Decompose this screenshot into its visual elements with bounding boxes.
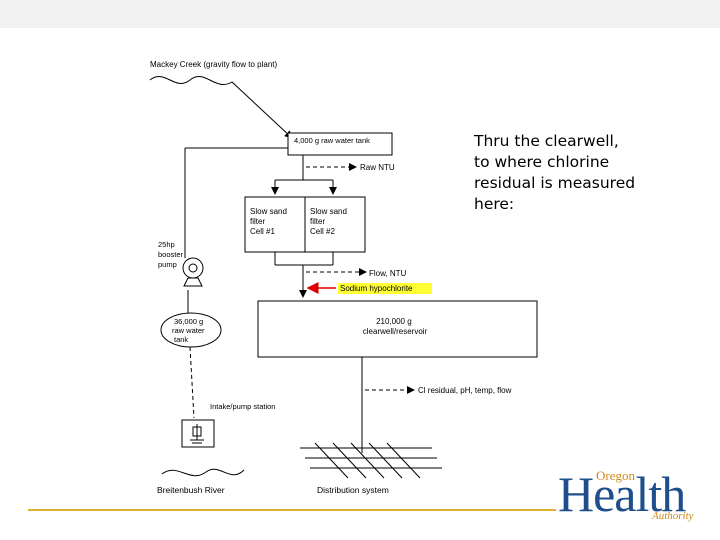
clearwell-label: 210,000 g clearwell/reservoir bbox=[363, 317, 428, 336]
clearwell-line1: 210,000 g bbox=[376, 317, 412, 326]
tank-to-intake bbox=[189, 346, 195, 419]
filter2-line3: Cell #2 bbox=[310, 227, 335, 236]
clearwell-box bbox=[257, 300, 538, 358]
raw-tank-small bbox=[287, 132, 393, 156]
sodium-label: Sodium hypochlorite bbox=[340, 284, 413, 293]
logo-authority-text: Authority bbox=[652, 510, 694, 522]
river-label: Breitenbush River bbox=[157, 485, 225, 495]
cl-residual-label: Cl residual, pH, temp, flow bbox=[418, 386, 512, 395]
pump-line3: pump bbox=[158, 260, 177, 269]
source-label: Mackey Creek (gravity flow to plant) bbox=[150, 60, 277, 69]
clearwell-line2: clearwell/reservoir bbox=[363, 327, 428, 336]
intake-pump-glyph bbox=[190, 424, 204, 444]
intake-label: Intake/pump station bbox=[210, 402, 275, 411]
pump-line1: 25hp bbox=[158, 240, 175, 249]
filter1-line2: filter bbox=[250, 217, 265, 226]
filter2-line1: Slow sand bbox=[310, 207, 347, 216]
booster-pump-icon bbox=[182, 257, 204, 279]
river-line bbox=[161, 468, 245, 477]
filter1-line3: Cell #1 bbox=[250, 227, 275, 236]
filter1-label: Slow sand filter Cell #1 bbox=[250, 207, 289, 236]
sodium-highlight bbox=[338, 283, 432, 294]
pump-base bbox=[183, 277, 203, 287]
raw-tank-large-line3: tank bbox=[174, 335, 188, 344]
raw-tank-large-line2: raw water bbox=[172, 326, 205, 335]
filter2-label: Slow sand filter Cell #2 bbox=[310, 207, 349, 236]
filter1-line1: Slow sand bbox=[250, 207, 287, 216]
flow-ntu-label: Flow, NTU bbox=[369, 269, 407, 278]
pump-line2: booster bbox=[158, 250, 184, 259]
logo-oregon-text: Oregon bbox=[596, 468, 635, 483]
distribution-label: Distribution system bbox=[317, 485, 389, 495]
raw-tank-large-line1: 36,000 g bbox=[174, 317, 203, 326]
raw-tank-large bbox=[160, 312, 222, 348]
oregon-health-authority-logo: Oregon Health Authority bbox=[558, 466, 708, 526]
distribution-grid bbox=[300, 442, 442, 479]
logo-health-text: Health bbox=[558, 466, 686, 522]
note-line-4: here: bbox=[474, 195, 515, 213]
pump-inner bbox=[188, 263, 198, 273]
creek-line bbox=[149, 76, 293, 139]
raw-ntu-label: Raw NTU bbox=[360, 163, 395, 172]
note-line-1: Thru the clearwell, bbox=[474, 132, 619, 150]
raw-tank-small-label: 4,000 g raw water tank bbox=[294, 136, 370, 145]
raw-tank-large-label: 36,000 g raw water tank bbox=[172, 317, 207, 344]
annotation-note: Thru the clearwell, to where chlorine re… bbox=[474, 131, 664, 215]
note-line-3: residual is measured bbox=[474, 174, 636, 192]
bottom-rule bbox=[28, 509, 556, 511]
top-band bbox=[0, 0, 720, 28]
note-line-2: to where chlorine bbox=[474, 153, 610, 171]
filter-cell-2 bbox=[304, 196, 366, 253]
pump-label: 25hp booster pump bbox=[158, 240, 185, 269]
filter-cell-1 bbox=[244, 196, 306, 253]
filter2-line2: filter bbox=[310, 217, 325, 226]
